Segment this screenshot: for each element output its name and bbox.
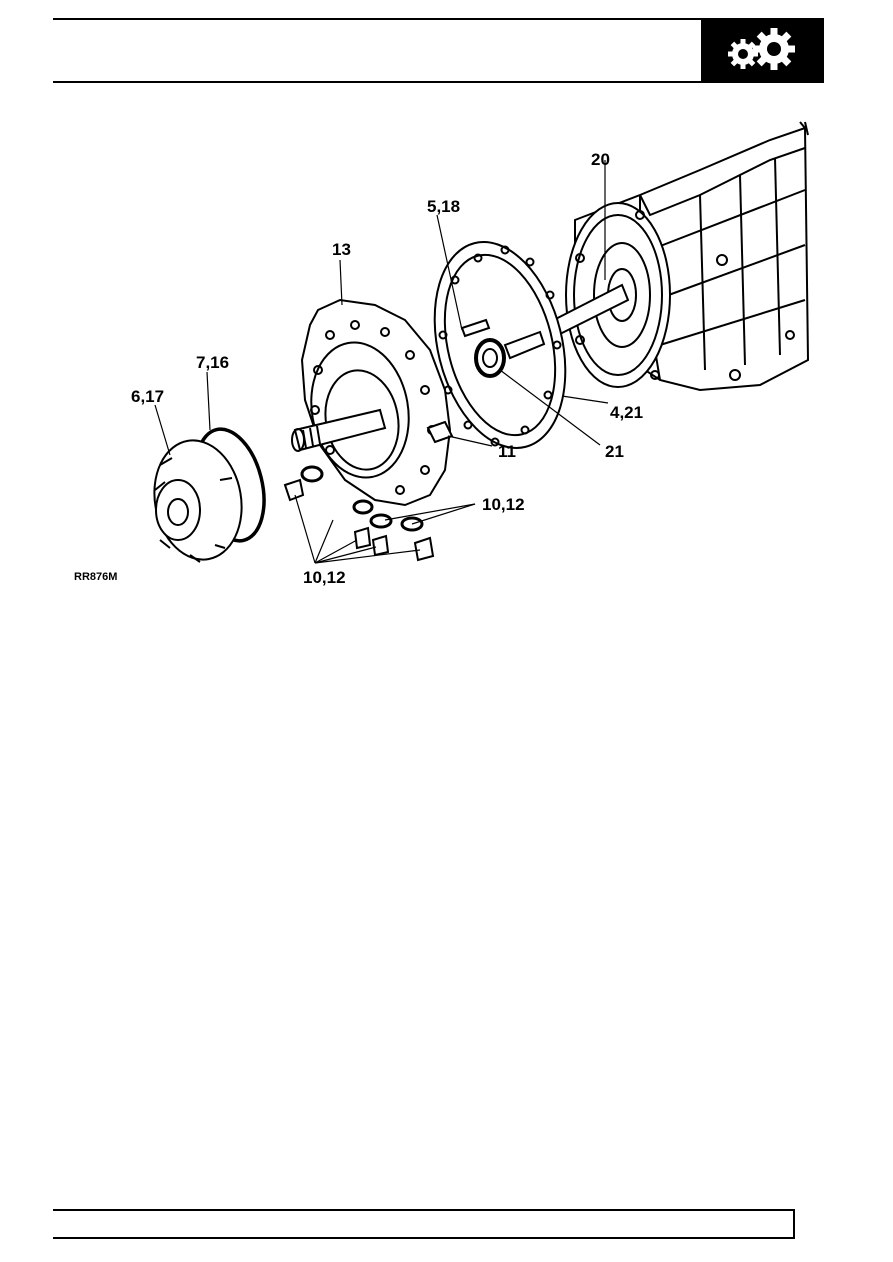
pump-housing bbox=[153, 439, 243, 563]
callout-20: 20 bbox=[591, 150, 610, 169]
callout-21: 21 bbox=[605, 442, 624, 461]
callout-10-12-bottom: 10,12 bbox=[303, 568, 346, 587]
callout-5-18: 5,18 bbox=[427, 197, 460, 216]
callout-4-21: 4,21 bbox=[610, 403, 643, 422]
leader-lines bbox=[154, 160, 609, 564]
oil-pump-body bbox=[291, 298, 454, 507]
callout-11: 11 bbox=[498, 442, 516, 461]
callout-13: 13 bbox=[332, 240, 351, 259]
adaptor-plate bbox=[433, 241, 567, 449]
callout-10-12-right: 10,12 bbox=[482, 495, 525, 514]
plugs-washers bbox=[283, 465, 435, 562]
figure-reference: RR876M bbox=[74, 571, 117, 583]
gearbox-casing bbox=[538, 121, 810, 392]
footer-right-rule bbox=[793, 1209, 795, 1239]
section-badge bbox=[701, 18, 824, 83]
callout-6-17: 6,17 bbox=[131, 387, 164, 406]
callout-7-16: 7,16 bbox=[196, 353, 229, 372]
exploded-diagram: 20 5,18 13 7,16 6,17 4,21 11 21 10,12 10… bbox=[0, 100, 893, 600]
diagram-svg: 20 5,18 13 7,16 6,17 4,21 11 21 10,12 10… bbox=[74, 121, 810, 587]
footer-top-rule bbox=[53, 1209, 795, 1211]
header-bottom-rule bbox=[53, 81, 701, 83]
footer-bottom-rule bbox=[53, 1237, 795, 1239]
gears-icon bbox=[728, 28, 795, 70]
header-top-rule bbox=[53, 18, 701, 20]
